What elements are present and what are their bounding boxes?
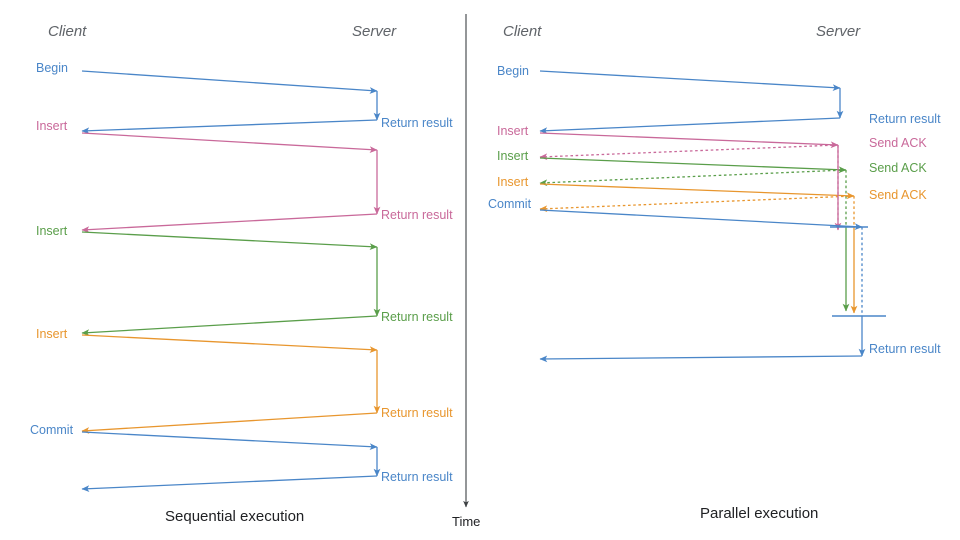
left-begin-response [81,119,378,135]
left-client-label-3: Insert [36,327,68,341]
right-client-label-4: Commit [488,197,532,211]
right-insert-3-request [539,183,855,200]
right-server-label-1: Send ACK [869,136,927,150]
left-insert-3-response [81,412,378,434]
left-panel-message-lines [81,70,381,493]
left-client-lane-header: Client [48,23,87,40]
right-panel-message-lines [539,70,886,363]
left-insert-2-response [81,315,378,336]
right-server-label-4: Return result [869,342,941,356]
right-insert-1-request [539,132,839,149]
left-panel-caption: Sequential execution [165,508,304,525]
left-server-label-3: Return result [381,406,453,420]
right-server-label-0: Return result [869,112,941,126]
right-insert-2-ack [539,169,847,187]
left-begin-request [81,70,378,94]
left-commit-request [81,431,378,451]
right-server-lane-header: Server [816,23,861,40]
right-begin-response [539,117,841,135]
left-server-lane-header: Server [352,23,397,40]
right-panel-caption: Parallel execution [700,505,818,522]
left-insert-3-request [81,334,378,354]
right-insert-3-ack [539,195,855,213]
right-client-label-3: Insert [497,175,529,189]
left-server-label-1: Return result [381,208,453,222]
left-server-label-2: Return result [381,310,453,324]
left-commit-response [81,475,378,493]
right-insert-1-ack [539,144,839,161]
left-server-label-0: Return result [381,116,453,130]
right-client-label-1: Insert [497,124,529,138]
right-server-label-2: Send ACK [869,161,927,175]
left-insert-1-request [81,132,378,153]
right-insert-2-request [539,157,847,174]
right-client-label-0: Begin [497,64,529,78]
time-axis-label: Time [452,514,480,529]
right-commit-request [539,209,863,230]
left-client-label-1: Insert [36,119,68,133]
right-client-lane-header: Client [503,23,542,40]
left-insert-1-response [81,213,378,233]
right-client-label-2: Insert [497,149,529,163]
left-client-label-2: Insert [36,224,68,238]
right-commit-response [539,355,863,363]
left-client-label-0: Begin [36,61,68,75]
right-server-label-3: Send ACK [869,188,927,202]
left-server-label-4: Return result [381,470,453,484]
left-insert-2-request [81,231,378,251]
right-begin-request [539,70,841,91]
left-client-label-4: Commit [30,423,74,437]
